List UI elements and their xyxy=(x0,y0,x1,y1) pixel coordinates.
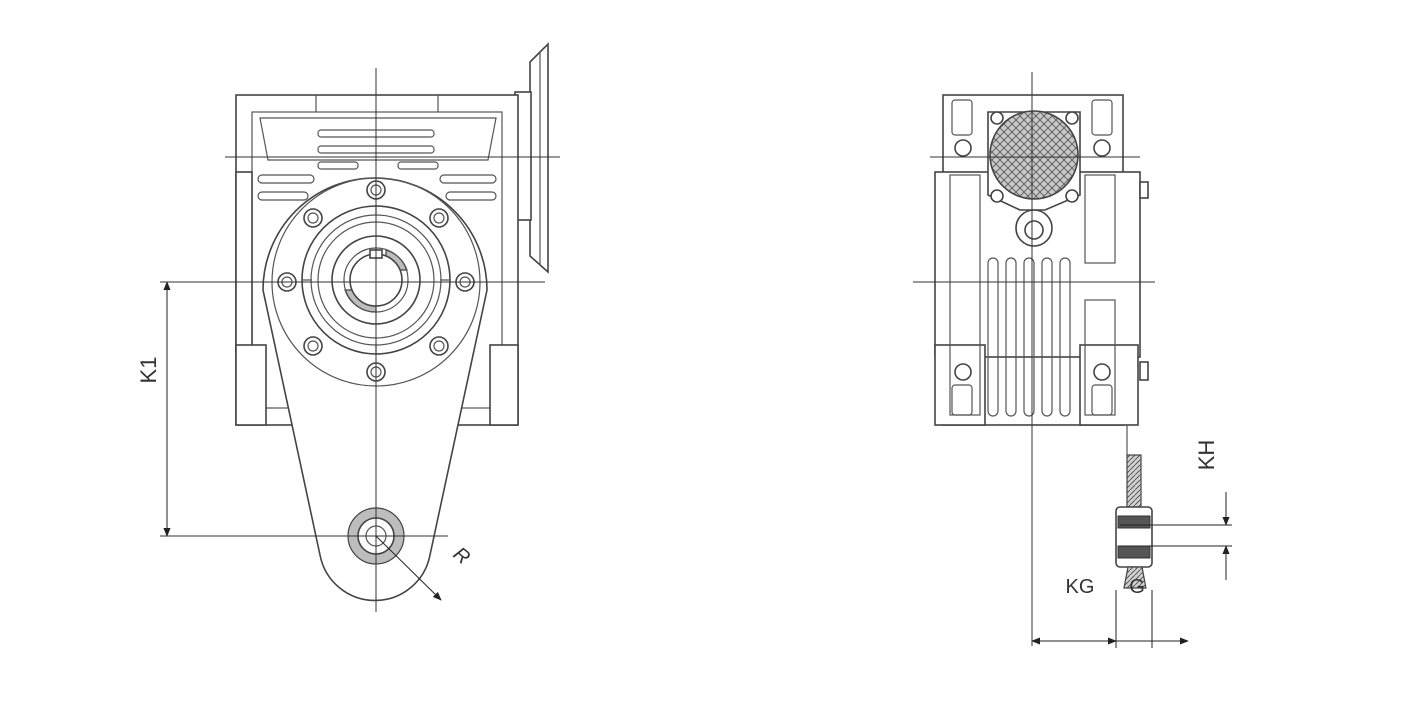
g-label: G xyxy=(1129,576,1145,598)
cooling-fins xyxy=(987,257,1071,417)
side-view: KH KG G xyxy=(913,72,1232,648)
kh-dimension: KH xyxy=(1120,440,1232,580)
k1-label: K1 xyxy=(136,357,161,384)
side-centerlines xyxy=(913,72,1155,646)
torque-arm-side xyxy=(1115,425,1153,589)
torque-arm xyxy=(262,177,488,602)
kg-label: KG xyxy=(1066,576,1095,598)
front-view: K1 R xyxy=(136,42,560,612)
motor-flange xyxy=(514,42,549,274)
kh-label: KH xyxy=(1194,440,1219,471)
side-housing xyxy=(934,94,1149,426)
front-centerlines xyxy=(160,68,560,612)
kg-g-dimension: KG G xyxy=(1031,576,1189,648)
k1-dimension: K1 xyxy=(136,281,171,537)
r-label: R xyxy=(449,543,474,569)
